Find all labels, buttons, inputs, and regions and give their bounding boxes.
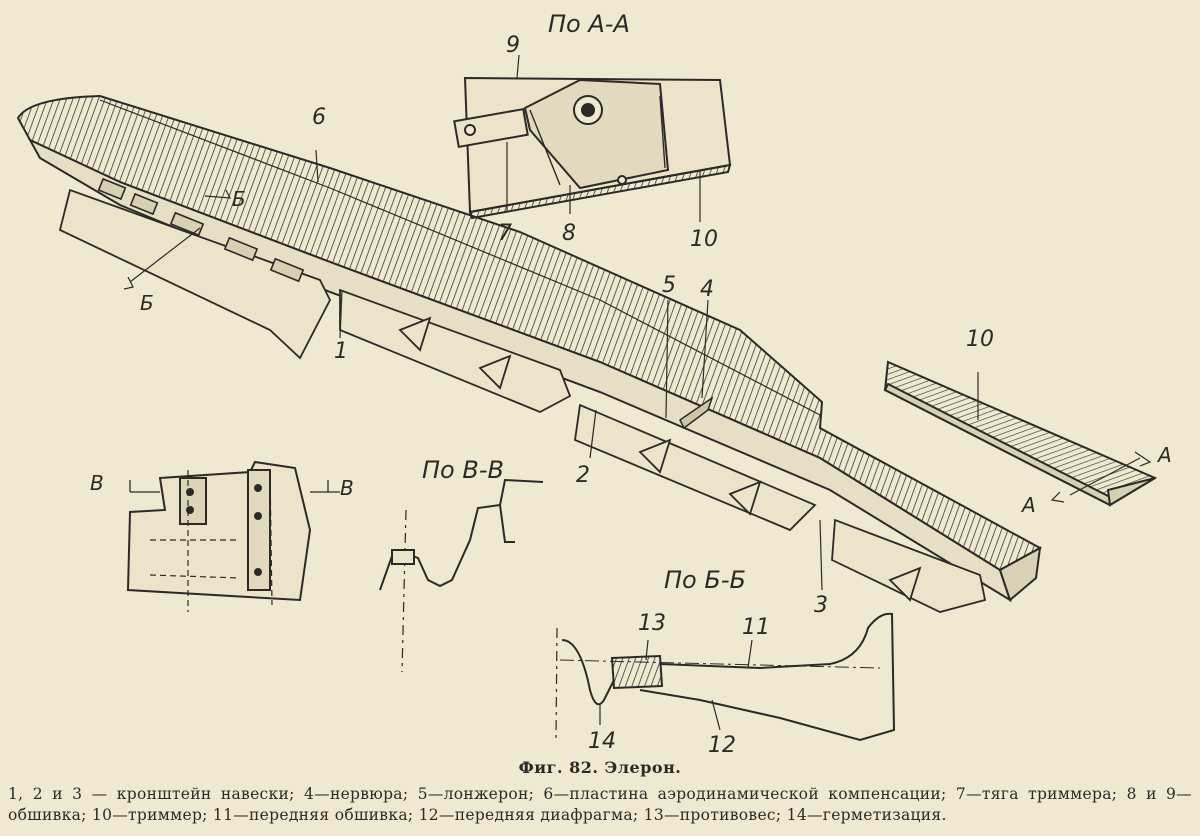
callout-12: 12 <box>708 733 736 758</box>
section-vv-bracket <box>126 460 340 612</box>
trimmer-view <box>883 360 1158 507</box>
cut-mark-b-lower: Б <box>140 291 154 315</box>
callout-1: 1 <box>334 339 348 364</box>
rib-4 <box>679 396 714 430</box>
section-line-bb <box>123 189 232 290</box>
cut-mark-b-upper: Б <box>232 187 246 211</box>
callout-4: 4 <box>700 277 714 302</box>
section-title-vv: По В-В <box>422 456 504 484</box>
callout-8: 8 <box>562 221 576 246</box>
callout-6: 6 <box>312 105 326 130</box>
cut-mark-v-left: В <box>90 471 104 495</box>
counterweight <box>610 654 664 690</box>
cut-mark-a-upper: А <box>1156 443 1172 467</box>
section-line-aa <box>1050 451 1152 503</box>
section-title-aa: По А-А <box>548 10 630 38</box>
callout-5: 5 <box>662 273 676 298</box>
callout-7: 7 <box>498 221 512 246</box>
callout-10-detail: 10 <box>690 227 718 252</box>
section-bb-detail <box>555 612 896 743</box>
callout-3: 3 <box>814 593 828 618</box>
section-aa-detail <box>453 54 732 222</box>
trimmer-body <box>883 360 1158 507</box>
section-vv-detail <box>379 478 544 673</box>
section-title-bb: По Б-Б <box>664 566 746 594</box>
cut-mark-v-right: В <box>340 476 354 500</box>
spar-line <box>99 99 821 416</box>
callout-10-trimmer: 10 <box>966 327 994 352</box>
callout-9: 9 <box>506 33 520 58</box>
leader-lines <box>315 149 823 591</box>
cut-mark-a-lower: А <box>1020 493 1036 517</box>
callout-11: 11 <box>742 615 770 640</box>
callout-2: 2 <box>576 463 590 488</box>
aileron-main-view <box>16 94 1043 613</box>
balance-ribs <box>58 188 987 613</box>
hinge-blocks <box>97 177 305 283</box>
callout-13: 13 <box>638 611 666 636</box>
aileron-root-face <box>998 546 1042 602</box>
callout-14: 14 <box>588 729 616 754</box>
figure-caption-title: Фиг. 82. Элерон. <box>518 758 682 777</box>
figure-caption-legend: 1, 2 и 3 — кронштейн навески; 4—нервюра;… <box>8 785 1192 824</box>
